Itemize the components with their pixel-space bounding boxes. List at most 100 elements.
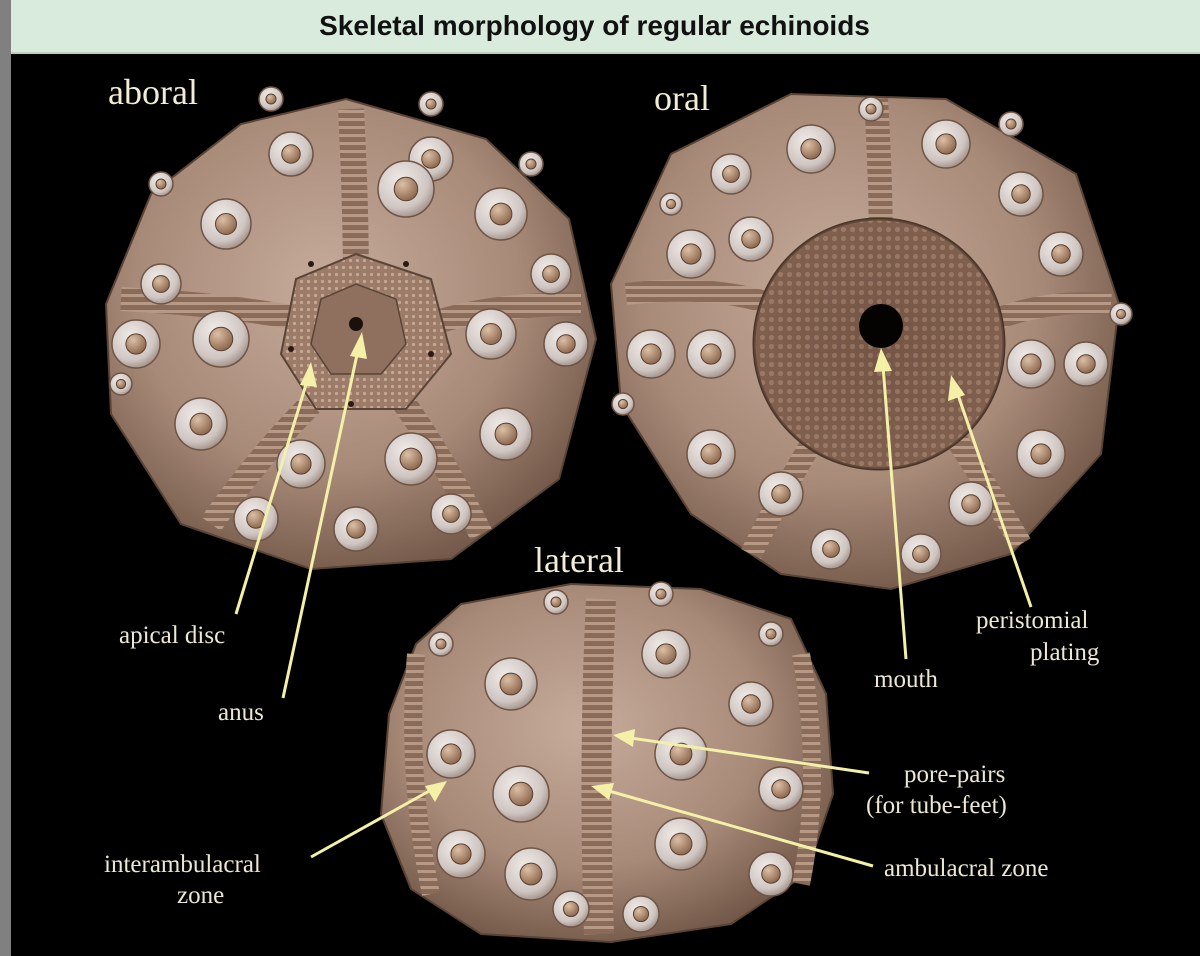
oral-view-test xyxy=(609,92,1133,591)
mouth-label: mouth xyxy=(874,666,938,693)
peristomial-label-line1: peristomial xyxy=(976,607,1089,634)
anus-label: anus xyxy=(218,699,264,726)
tubercle-mamelon xyxy=(556,334,576,354)
tubercle-mamelon xyxy=(771,779,791,799)
tubercle-mamelon xyxy=(961,494,981,514)
aboral-label: aboral xyxy=(108,72,198,112)
apical-disc-label: apical disc xyxy=(119,622,225,649)
tubercle-mamelon xyxy=(442,505,460,523)
tubercle-mamelon xyxy=(425,98,437,110)
tubercle-mamelon xyxy=(499,672,523,696)
tubercle-mamelon xyxy=(550,596,562,608)
tubercle-mamelon xyxy=(1011,184,1031,204)
echinoid-figure: aboral oral lateral apical disc anus mou… xyxy=(104,72,1133,944)
tubercle-mamelon xyxy=(480,323,502,345)
tubercle-mamelon xyxy=(722,165,740,183)
anus-arrowhead xyxy=(350,332,367,359)
interambulacral-label-line2: zone xyxy=(177,882,224,909)
interambulacral-arrow xyxy=(310,788,432,859)
tubercle-mamelon xyxy=(189,412,213,436)
peristomial-label-line2: plating xyxy=(1030,639,1100,666)
tubercle-mamelon xyxy=(617,398,629,410)
tubercle-mamelon xyxy=(1076,354,1096,374)
tubercle-mamelon xyxy=(700,443,722,465)
tubercle-mamelon xyxy=(865,103,877,115)
tubercle-mamelon xyxy=(1005,118,1017,130)
tubercle-mamelon xyxy=(346,519,366,539)
tubercle-mamelon xyxy=(1051,244,1071,264)
tubercle-mamelon xyxy=(771,484,791,504)
tubercle-mamelon xyxy=(655,588,667,600)
peristome xyxy=(752,217,1006,471)
tubercle-mamelon xyxy=(761,864,781,884)
tubercle-mamelon xyxy=(393,176,419,202)
pore-pairs-label-line1: pore-pairs xyxy=(904,761,1005,788)
tubercle-mamelon xyxy=(741,229,761,249)
tubercle-mamelon xyxy=(290,453,312,475)
tubercle-mamelon xyxy=(399,447,423,471)
ambulacral-zone-label: ambulacral zone xyxy=(884,855,1049,882)
tubercle-mamelon xyxy=(741,694,761,714)
tubercle-mamelon xyxy=(800,138,822,160)
tubercle-mamelon xyxy=(215,213,237,235)
tubercle-mamelon xyxy=(489,202,513,226)
tubercle-mamelon xyxy=(665,198,677,210)
aboral-tubercles xyxy=(109,86,589,552)
annotation-arrows xyxy=(234,332,1033,868)
tubercle-mamelon xyxy=(700,343,722,365)
pore-pairs-arrowhead xyxy=(613,729,635,747)
tubercle-mamelon xyxy=(281,144,301,164)
tubercle-mamelon xyxy=(152,275,170,293)
tubercle-mamelon xyxy=(508,781,534,807)
oral-label: oral xyxy=(654,78,710,118)
tubercle-mamelon xyxy=(1020,353,1042,375)
aboral-view-test xyxy=(104,86,598,571)
lateral-label: lateral xyxy=(534,540,624,580)
oral-tubercles xyxy=(611,96,1133,575)
tubercle-mamelon xyxy=(421,149,441,169)
anus-arrow xyxy=(281,349,360,699)
tubercle-mamelon xyxy=(450,843,472,865)
tubercle-mamelon xyxy=(765,628,777,640)
ambulacral-arrow xyxy=(608,789,874,868)
page-title: Skeletal morphology of regular echinoids xyxy=(319,10,870,41)
tubercle-mamelon xyxy=(542,265,560,283)
lateral-ambulacra xyxy=(404,598,821,935)
tubercle-mamelon xyxy=(669,832,693,856)
tubercle-mamelon xyxy=(912,545,930,563)
apical-disc-arrowhead xyxy=(300,362,317,387)
tubercle-mamelon xyxy=(265,93,277,105)
tubercle-mamelon xyxy=(125,333,147,355)
tubercle-mamelon xyxy=(115,378,127,390)
anus-opening xyxy=(349,317,363,331)
pore-pairs-arrow xyxy=(630,736,870,775)
tubercle-mamelon xyxy=(208,326,234,352)
tubercle-mamelon xyxy=(680,243,702,265)
lateral-view-test xyxy=(379,581,835,944)
apical-disc xyxy=(279,252,453,410)
tubercle-mamelon xyxy=(525,158,537,170)
mouth-arrow xyxy=(881,365,908,660)
tubercle-mamelon xyxy=(440,743,462,765)
lateral-tubercles xyxy=(426,581,804,933)
tubercle-mamelon xyxy=(435,638,447,650)
tubercle-mamelon xyxy=(935,133,957,155)
ambulacral-arrowhead xyxy=(591,783,614,800)
tubercle-mamelon xyxy=(640,343,662,365)
tubercle-mamelon xyxy=(669,742,693,766)
tubercle-mamelon xyxy=(1030,443,1052,465)
mouth-arrowhead xyxy=(874,348,892,372)
window-left-edge xyxy=(0,0,11,956)
interambulacral-label-line1: interambulacral xyxy=(104,851,261,878)
tubercle-mamelon xyxy=(655,643,677,665)
title-bar: Skeletal morphology of regular echinoids xyxy=(11,0,1200,54)
tubercle-mamelon xyxy=(562,900,580,918)
tubercle-mamelon xyxy=(632,905,650,923)
interambulacral-arrowhead xyxy=(425,781,447,802)
tubercle-mamelon xyxy=(494,422,518,446)
mouth-opening xyxy=(859,304,903,348)
pore-pairs-label-line2: (for tube-feet) xyxy=(866,792,1007,819)
apical-disc-arrow xyxy=(234,377,310,615)
peristomial-arrowhead xyxy=(948,375,965,401)
